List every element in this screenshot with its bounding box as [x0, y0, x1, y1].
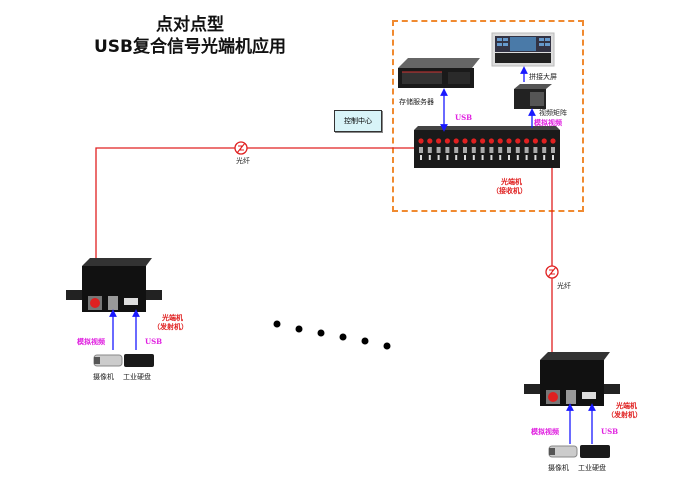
hard-disk-image-right: [580, 445, 610, 458]
camera-image-left: [93, 354, 123, 367]
receiver-rack-image: [414, 126, 560, 168]
transmitter-label-line1: 光端机: [616, 401, 637, 410]
transmitter-device-left: [66, 258, 162, 312]
fiber-connector-icon: [545, 265, 559, 279]
transmitter-device-right: [524, 352, 620, 406]
video-matrix-image: [514, 84, 552, 109]
receiver-card-slot: [532, 138, 539, 160]
storage-server-image: [398, 58, 480, 88]
receiver-card-slot: [436, 138, 442, 160]
disk-label: 工业硬盘: [578, 464, 606, 472]
transmitter-label-line1: 光端机: [162, 313, 183, 322]
fiber-label: 光纤: [557, 282, 571, 290]
receiver-card-slot: [488, 138, 494, 160]
receiver-card-slot: [506, 138, 512, 160]
video-wall-label: 拼接大屏: [529, 73, 557, 81]
receiver-card-slot: [418, 138, 424, 160]
storage-server-label: 存储服务器: [399, 98, 434, 106]
receiver-card-slot: [524, 138, 530, 160]
fiber-connector-icon: [234, 141, 248, 155]
diagram-title-line2: USB复合信号光端机应用: [93, 37, 286, 57]
video-matrix-label: 视频矩阵: [539, 109, 567, 117]
more-sites-ellipsis: [273, 320, 391, 350]
usb-label: USB: [455, 113, 473, 122]
usb-label: USB: [145, 337, 163, 346]
receiver-card-slot: [497, 138, 503, 160]
receiver-card-slot: [480, 138, 486, 160]
receiver-card-slot: [444, 138, 450, 160]
analog-video-label: 模拟视频: [531, 427, 559, 436]
receiver-label-line2: （接收机）: [492, 186, 527, 195]
receiver-label-line1: 光端机: [501, 177, 522, 186]
transmitter-label-line2: （发射机）: [153, 322, 188, 331]
camera-label: 摄像机: [548, 464, 569, 472]
receiver-card-slot: [515, 138, 521, 160]
receiver-card-slot: [471, 138, 477, 160]
receiver-card-slot: [453, 138, 459, 160]
hard-disk-image-left: [124, 354, 154, 367]
fiber-link-left: [95, 147, 420, 293]
transmitter-label-line2: （发射机）: [607, 410, 642, 419]
control-center-boundary: [392, 20, 584, 212]
control-center-label: 控制中心: [334, 110, 382, 132]
video-wall-image: [491, 32, 555, 67]
diagram-title-line1: 点对点型: [156, 15, 224, 35]
analog-video-label: 模拟视频: [77, 337, 105, 346]
receiver-card-slot: [541, 138, 547, 160]
receiver-card-slot: [462, 138, 468, 160]
receiver-card-slot: [427, 138, 433, 160]
fiber-label: 光纤: [236, 157, 250, 165]
camera-label: 摄像机: [93, 373, 114, 381]
analog-video-label: 模拟视频: [534, 118, 562, 127]
usb-label: USB: [601, 427, 619, 436]
receiver-card-slot: [550, 138, 556, 160]
disk-label: 工业硬盘: [123, 373, 151, 381]
camera-image-right: [548, 445, 578, 458]
